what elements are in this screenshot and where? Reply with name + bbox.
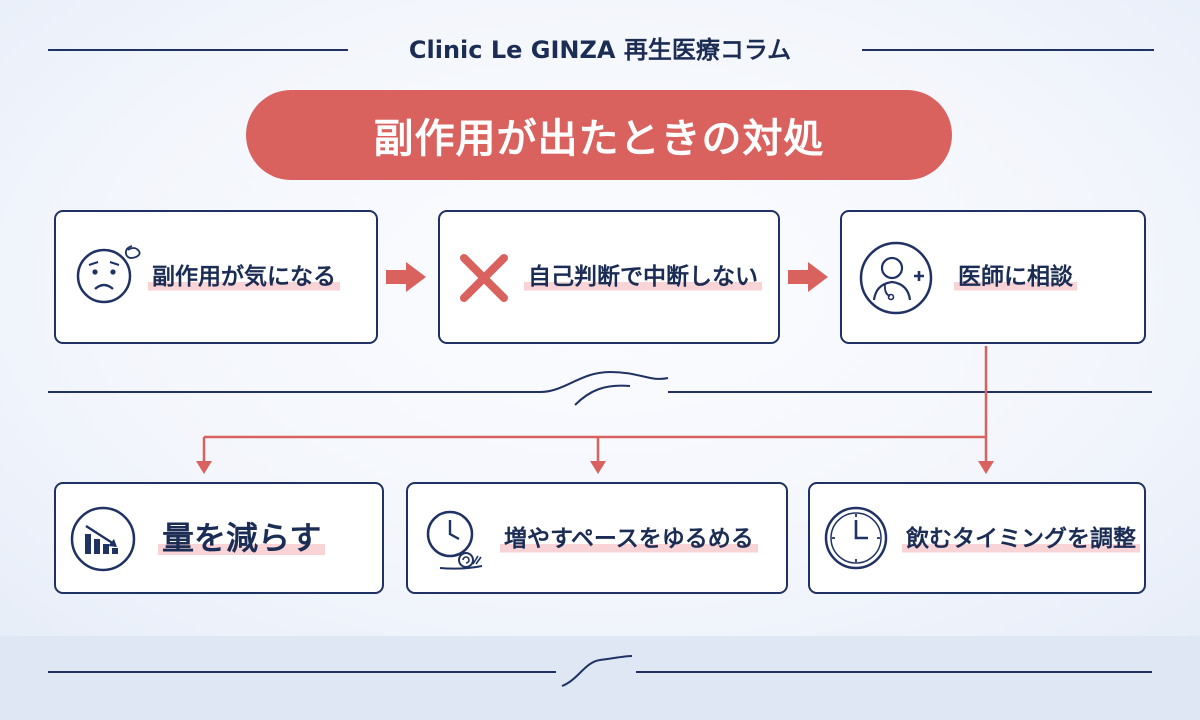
arrowhead-down-2 bbox=[590, 461, 606, 474]
step-card-consult-doctor: 医師に相談 bbox=[840, 210, 1146, 344]
step-label-no-self-judgment: 自己判断で中断しない bbox=[524, 260, 762, 294]
site-title: Clinic Le GINZA 再生医療コラム bbox=[408, 36, 792, 64]
option-label-reduce-dose: 量を減らす bbox=[158, 517, 326, 559]
arrowhead-down-3 bbox=[978, 461, 994, 474]
step-label-worry: 副作用が気になる bbox=[148, 260, 340, 294]
doctor-icon bbox=[859, 241, 933, 315]
banner-title: 副作用が出たときの対処 bbox=[373, 116, 825, 162]
step-arrow-2 bbox=[788, 262, 828, 292]
option-card-slow-increase: 増やすペースをゆるめる bbox=[406, 482, 788, 594]
header-rule-right bbox=[862, 49, 1154, 51]
step-arrow-1 bbox=[386, 262, 426, 292]
step-label-consult-doctor: 医師に相談 bbox=[954, 260, 1077, 294]
footer-band bbox=[0, 636, 1200, 720]
header-rule-left bbox=[48, 49, 348, 51]
option-card-reduce-dose: 量を減らす bbox=[54, 482, 384, 594]
clock-icon bbox=[824, 506, 888, 570]
option-label-slow-increase: 増やすペースをゆるめる bbox=[500, 522, 758, 556]
clock-snail-icon bbox=[426, 510, 483, 570]
decreasing-bar-chart-icon bbox=[70, 506, 136, 572]
cross-mark-icon bbox=[460, 254, 508, 302]
footer-wave bbox=[561, 655, 633, 687]
arrowhead-down-1 bbox=[196, 461, 212, 474]
divider-wave-lower bbox=[574, 384, 631, 406]
step-card-no-self-judgment: 自己判断で中断しない bbox=[438, 210, 780, 344]
step-card-worry: 副作用が気になる bbox=[54, 210, 378, 344]
option-label-adjust-timing: 飲むタイミングを調整 bbox=[902, 522, 1140, 556]
option-card-adjust-timing: 飲むタイミングを調整 bbox=[808, 482, 1146, 594]
worried-face-icon bbox=[76, 245, 141, 304]
divider-wave bbox=[539, 370, 669, 393]
title-banner: 副作用が出たときの対処 bbox=[246, 90, 952, 180]
